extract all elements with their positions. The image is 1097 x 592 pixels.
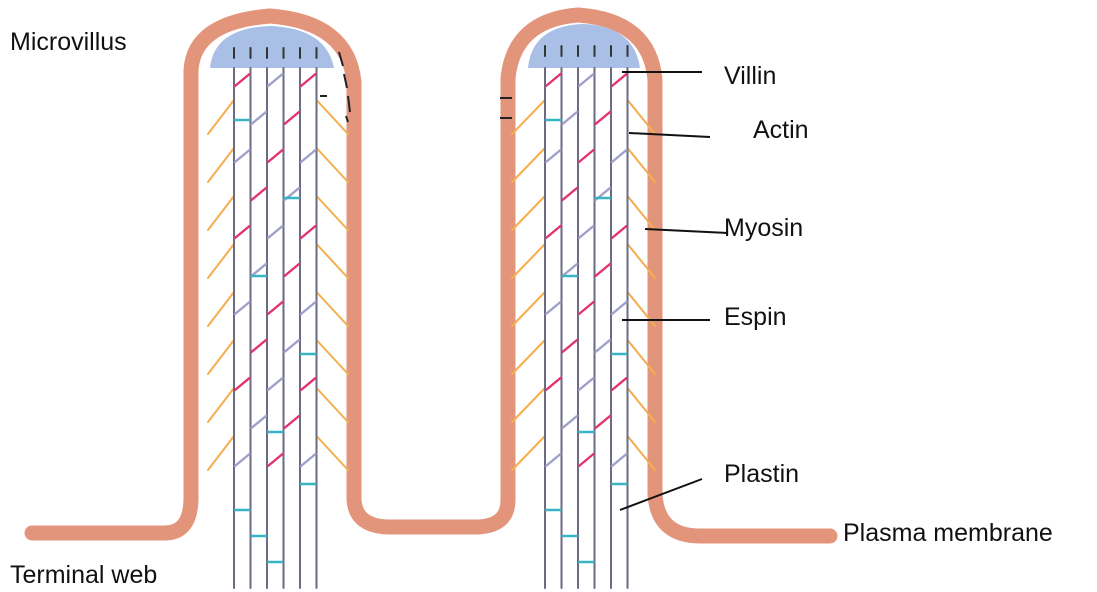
- myosin-arm: [317, 100, 349, 134]
- label-actin: Actin: [753, 118, 809, 143]
- espin-crosslink: [612, 378, 627, 390]
- espin-crosslink: [546, 226, 561, 238]
- espin-crosslink: [268, 74, 283, 86]
- espin-crosslink: [252, 340, 267, 352]
- espin-crosslink: [596, 112, 611, 124]
- myosin-arm: [512, 292, 545, 326]
- myosin-arm: [208, 436, 234, 470]
- espin-crosslink: [268, 378, 283, 390]
- espin-crosslink: [579, 226, 594, 238]
- espin-crosslink: [563, 112, 578, 124]
- myosin-arm: [208, 100, 234, 134]
- myosin-arm: [208, 340, 234, 374]
- espin-crosslink: [285, 264, 300, 276]
- espin-crosslink: [235, 226, 250, 238]
- espin-crosslink: [235, 74, 250, 86]
- espin-crosslink: [579, 74, 594, 86]
- plasma-membrane-outline: [32, 15, 830, 536]
- espin-crosslink: [579, 150, 594, 162]
- label-villin: Villin: [724, 64, 776, 89]
- espin-crosslink: [612, 226, 627, 238]
- espin-crosslink: [301, 302, 316, 314]
- espin-crosslink: [252, 112, 267, 124]
- espin-crosslink: [612, 302, 627, 314]
- espin-crosslink: [546, 150, 561, 162]
- espin-crosslink: [235, 454, 250, 466]
- myosin-arm: [208, 148, 234, 182]
- espin-crosslink: [235, 302, 250, 314]
- myosin-arm: [208, 244, 234, 278]
- espin-crosslink: [301, 226, 316, 238]
- myosin-arm: [512, 148, 545, 182]
- myosin-arm: [208, 196, 234, 230]
- myosin-arm: [208, 388, 234, 422]
- espin-crosslink: [563, 416, 578, 428]
- espin-crosslink: [546, 74, 561, 86]
- myosin-arm: [317, 196, 349, 230]
- myosin-arm: [512, 340, 545, 374]
- label-espin: Espin: [724, 305, 787, 330]
- espin-crosslink: [252, 416, 267, 428]
- myosin-arm: [512, 196, 545, 230]
- espin-crosslink: [596, 416, 611, 428]
- espin-crosslink: [285, 112, 300, 124]
- label-myosin: Myosin: [724, 216, 803, 241]
- espin-crosslink: [252, 264, 267, 276]
- myosin-arm: [208, 292, 234, 326]
- leader-lines: [620, 72, 728, 510]
- espin-crosslink: [301, 74, 316, 86]
- espin-crosslink: [579, 378, 594, 390]
- myosin-arm: [317, 340, 349, 374]
- espin-crosslink: [301, 454, 316, 466]
- espin-crosslink: [285, 416, 300, 428]
- espin-crosslink: [268, 226, 283, 238]
- myosin-arm: [317, 436, 349, 470]
- actin-leader: [629, 133, 710, 137]
- myosin-arm: [512, 100, 545, 134]
- espin-crosslink: [235, 378, 250, 390]
- myosin-arm: [512, 436, 545, 470]
- espin-crosslink: [301, 378, 316, 390]
- espin-crosslink: [546, 302, 561, 314]
- espin-crosslink: [563, 264, 578, 276]
- espin-crosslink: [546, 378, 561, 390]
- espin-crosslink: [252, 188, 267, 200]
- myosin-arm: [317, 292, 349, 326]
- espin-crosslink: [612, 454, 627, 466]
- espin-crosslink: [268, 150, 283, 162]
- espin-crosslink: [285, 340, 300, 352]
- myosin-arm: [317, 244, 349, 278]
- myosin-arm: [317, 148, 349, 182]
- espin-crosslink: [579, 302, 594, 314]
- espin-crosslink: [596, 264, 611, 276]
- espin-crosslink: [546, 454, 561, 466]
- espin-crosslink: [235, 150, 250, 162]
- espin-crosslink: [612, 150, 627, 162]
- label-plastin: Plastin: [724, 462, 799, 487]
- actin-bundle-left: [208, 48, 348, 588]
- espin-crosslink: [563, 188, 578, 200]
- myosin-arm: [512, 244, 545, 278]
- espin-crosslink: [268, 302, 283, 314]
- label-terminal-web: Terminal web: [10, 563, 157, 588]
- espin-crosslink: [268, 454, 283, 466]
- espin-crosslink: [301, 150, 316, 162]
- espin-crosslink: [579, 454, 594, 466]
- label-microvillus: Microvillus: [10, 30, 127, 55]
- espin-crosslink: [612, 74, 627, 86]
- espin-crosslink: [563, 340, 578, 352]
- myosin-arm: [317, 388, 349, 422]
- label-plasma-membrane: Plasma membrane: [843, 521, 1053, 546]
- myosin-arm: [512, 388, 545, 422]
- actin-bundle-right: [512, 46, 655, 588]
- espin-crosslink: [596, 340, 611, 352]
